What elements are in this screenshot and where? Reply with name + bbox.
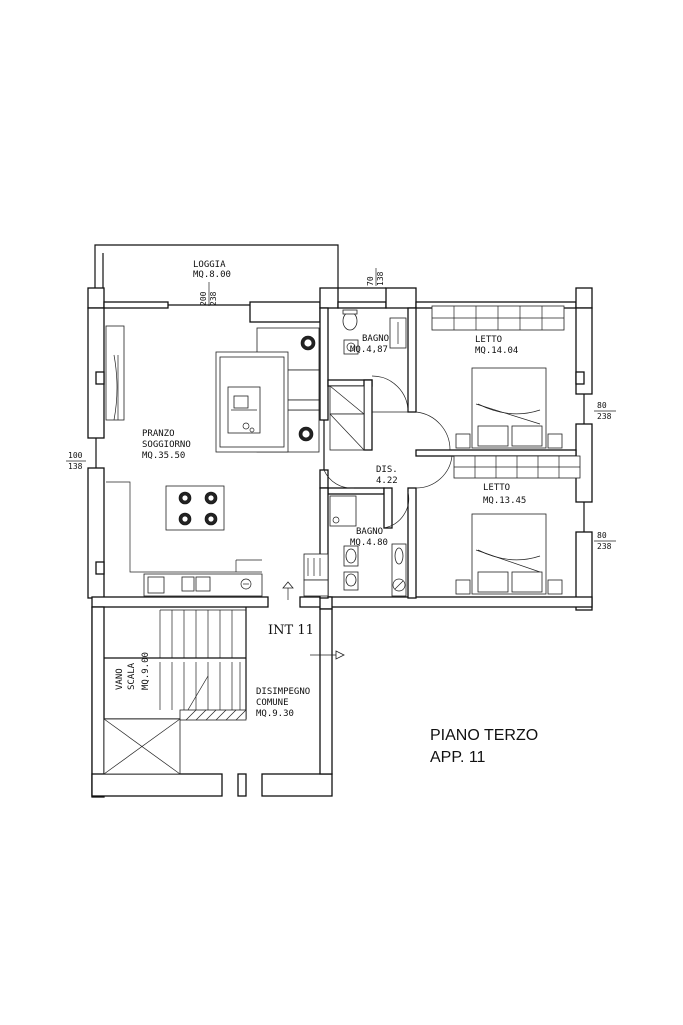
loggia-name: LOGGIA	[193, 260, 226, 270]
living-name-2: SOGGIORNO	[142, 440, 191, 450]
dim-left-window-width: 100	[68, 451, 83, 460]
living-name-1: PRANZO	[142, 429, 175, 439]
dis-name: DIS.	[376, 465, 398, 475]
loggia-area: MQ.8.00	[193, 270, 231, 280]
dis-area: 4.22	[376, 476, 398, 486]
interior-walls	[319, 307, 577, 599]
bed1-furniture	[431, 305, 565, 449]
loggia	[94, 244, 339, 288]
stair-name-2: SCALA	[127, 662, 137, 690]
dim-loggia-door-width: 200	[199, 291, 208, 306]
unit-tag: INT 11	[268, 623, 314, 638]
living-furniture	[105, 325, 320, 597]
dimension-labels: 200 238 70 138 100 138 80 238 80 238	[66, 268, 616, 551]
bed2-area: MQ.13.45	[483, 496, 526, 506]
stairwell	[91, 581, 345, 798]
outer-walls	[87, 287, 593, 611]
landing-area: MQ.9.30	[256, 709, 294, 719]
floor-title: PIANO TERZO	[430, 727, 538, 744]
landing-name-1: DISIMPEGNO	[256, 687, 310, 697]
bath2-fixtures	[303, 495, 407, 597]
bath1-name: BAGNO	[362, 334, 389, 344]
bath2-area: MQ.4.80	[350, 538, 388, 548]
bed1-area: MQ.14.04	[475, 346, 518, 356]
dim-bed1-window-width: 80	[597, 401, 607, 410]
dim-loggia-door-height: 238	[209, 291, 218, 306]
stair-name-1: VANO	[115, 668, 125, 690]
bed1-name: LETTO	[475, 335, 502, 345]
bed2-name: LETTO	[483, 483, 510, 493]
unit-title: APP. 11	[430, 749, 486, 766]
dim-bed2-window-height: 238	[597, 542, 612, 551]
bath2-name: BAGNO	[356, 527, 383, 537]
bath1-area: MQ.4,87	[350, 345, 388, 355]
dim-left-window-height: 138	[68, 462, 83, 471]
title-block: PIANO TERZO APP. 11	[430, 727, 538, 766]
stair-area: MQ.9.00	[141, 652, 151, 690]
landing-name-2: COMUNE	[256, 698, 289, 708]
dim-top-window-width: 70	[366, 276, 375, 286]
bed2-furniture	[453, 455, 581, 595]
living-area: MQ.35.50	[142, 451, 185, 461]
bath1-fixtures	[329, 309, 407, 451]
dim-bed1-window-height: 238	[597, 412, 612, 421]
dim-bed2-window-width: 80	[597, 531, 607, 540]
dim-top-window-height: 138	[376, 271, 385, 286]
room-labels: LOGGIA MQ.8.00 PRANZO SOGGIORNO MQ.35.50…	[115, 260, 526, 719]
